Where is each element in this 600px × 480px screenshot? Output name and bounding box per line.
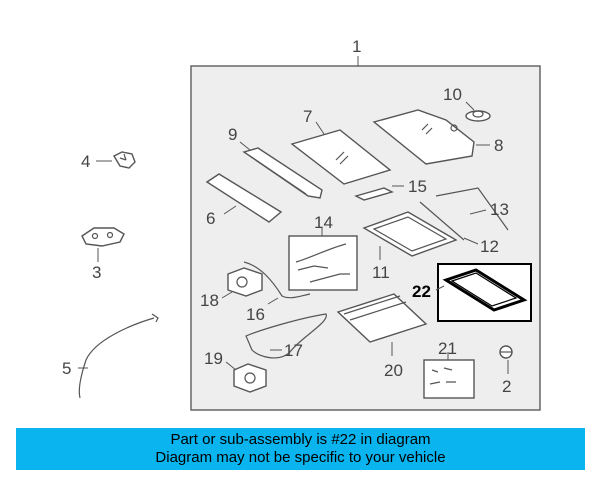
callout-6: 6 — [206, 209, 215, 228]
part-16-cable — [243, 261, 311, 299]
part-2-clip — [499, 345, 513, 359]
parts-diagram: 1 4 3 5 6 9 7 8 — [62, 37, 541, 411]
callout-15: 15 — [408, 177, 427, 196]
callout-3: 3 — [92, 263, 101, 282]
part-19-motor — [233, 363, 267, 393]
part-5-drain-hose — [78, 317, 155, 399]
callout-5: 5 — [62, 359, 71, 378]
callout-7: 7 — [303, 107, 312, 126]
part-22-highlight-box[interactable] — [437, 263, 532, 322]
part-20-shade-panel — [336, 293, 428, 343]
callout-19: 19 — [204, 349, 223, 368]
callout-10: 10 — [443, 85, 462, 104]
part-8-rear-glass — [372, 109, 475, 165]
callout-8: 8 — [494, 136, 503, 155]
part-13-seal-strip — [435, 187, 509, 231]
part-10-grommet — [465, 110, 491, 122]
part-4-clip — [113, 151, 136, 169]
part-18-motor — [227, 267, 263, 297]
part-3-bracket — [81, 227, 125, 247]
banner-line-2: Diagram may not be specific to your vehi… — [155, 449, 446, 466]
part-7-glass-panel — [290, 129, 392, 185]
callout-13: 13 — [490, 200, 509, 219]
part-14-cable-group — [288, 235, 358, 291]
info-banner: Part or sub-assembly is #22 in diagram D… — [16, 428, 585, 470]
banner-line-1: Part or sub-assembly is #22 in diagram — [170, 431, 431, 448]
callout-14: 14 — [314, 213, 333, 232]
callout-11: 11 — [372, 263, 390, 282]
callout-12: 12 — [480, 237, 499, 256]
part-22-seal — [442, 268, 528, 312]
callout-9: 9 — [228, 125, 237, 144]
callout-22: 22 — [412, 282, 431, 301]
part-6-sunshade — [205, 173, 283, 223]
callout-17: 17 — [284, 341, 303, 360]
part-21-hardware-kit — [423, 359, 475, 399]
callout-2: 2 — [502, 377, 511, 396]
callout-1: 1 — [352, 37, 361, 56]
part-12-side-seal — [419, 201, 465, 241]
assembly-frame — [190, 65, 541, 411]
part-9-wind-deflector — [242, 147, 323, 199]
callout-20: 20 — [384, 361, 403, 380]
callout-21: 21 — [438, 339, 457, 358]
part-17-seal-loop — [245, 313, 327, 359]
part-11-frame — [362, 211, 458, 257]
callout-4: 4 — [81, 152, 90, 171]
callout-16: 16 — [246, 305, 265, 324]
callout-18: 18 — [200, 291, 219, 310]
part-15-guide-rail — [354, 187, 394, 201]
